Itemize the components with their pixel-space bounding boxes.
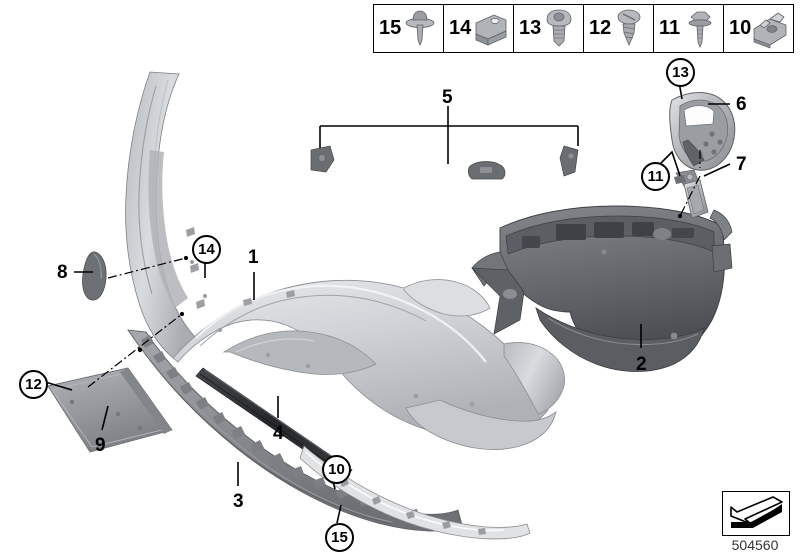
legend-cell-11: 11 (654, 5, 724, 52)
callout-circle-13: 13 (666, 58, 695, 87)
callout-circle-13-text: 13 (672, 64, 689, 81)
part-licence-plate-base (47, 367, 173, 453)
callout-label-7: 7 (736, 154, 747, 175)
direction-of-travel-icon (730, 496, 783, 528)
callout-circle-11-text: 11 (647, 168, 664, 185)
callout-circle-12-text: 12 (25, 376, 42, 393)
part-tow-hook-cap (82, 251, 107, 301)
legend-cell-15: 15 (374, 5, 444, 52)
legend-number-13: 13 (519, 17, 542, 39)
expanding-rivet-icon (405, 10, 435, 47)
part-trim-strip (195, 367, 353, 479)
callout-label-8: 8 (57, 262, 68, 283)
callout-circle-14: 14 (192, 235, 221, 264)
part-bumper-carrier (471, 205, 733, 372)
pan-head-bolt-icon (546, 9, 572, 47)
callout-circle-14-text: 14 (198, 241, 215, 258)
part-bumper-trim-panel (125, 71, 565, 450)
legend-cell-10: 10 (724, 5, 793, 52)
legend-cell-13: 13 (514, 5, 584, 52)
legend-number-12: 12 (589, 17, 612, 39)
callout-label-5: 5 (442, 87, 453, 108)
direction-marker-box (722, 491, 790, 536)
callout-label-6: 6 (736, 94, 747, 115)
legend-number-15: 15 (379, 17, 402, 39)
part-bracket-set (310, 145, 579, 180)
callout-label-1: 1 (248, 247, 259, 268)
drawing-number: 504560 (731, 537, 779, 553)
legend-number-14: 14 (449, 17, 472, 39)
self-tapping-screw-icon (617, 9, 641, 47)
clip-nut-icon (475, 14, 507, 46)
flange-bolt-icon (688, 11, 712, 49)
callout-circle-12: 12 (19, 370, 48, 399)
legend-cell-12: 12 (584, 5, 654, 52)
callout-circle-10: 10 (322, 455, 351, 484)
callout-label-4: 4 (273, 423, 284, 444)
legend-cell-14: 14 (444, 5, 514, 52)
callout-circle-15-text: 15 (331, 529, 348, 546)
legend-number-11: 11 (659, 17, 681, 39)
part-air-duct-bracket (669, 92, 736, 171)
legend-number-10: 10 (729, 17, 752, 39)
spring-clip-nut-icon (753, 12, 787, 49)
callout-label-3: 3 (233, 491, 244, 512)
callout-circle-11: 11 (641, 162, 670, 191)
callout-circle-15: 15 (325, 523, 354, 552)
callout-label-2: 2 (636, 354, 647, 375)
callout-label-9: 9 (95, 435, 106, 456)
callout-circle-10-text: 10 (328, 461, 345, 478)
fastener-legend: 15 14 13 (373, 4, 794, 53)
